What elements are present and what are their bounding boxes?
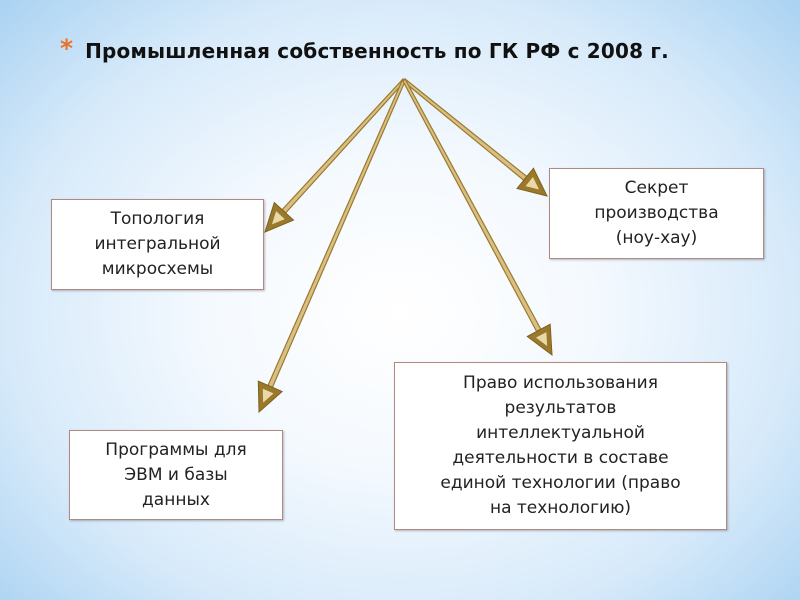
topology-box: Топология интегральной микросхемы [51, 199, 264, 290]
title-bullet: * [60, 33, 74, 63]
software-databases-box: Программы для ЭВМ и базы данных [69, 430, 283, 520]
title-text: Промышленная собственность по ГК РФ с 20… [85, 39, 669, 63]
technology-rights-box: Право использования результатов интеллек… [394, 362, 727, 530]
arrow-to-programs [257, 78, 407, 414]
slide-title: * Промышленная собственность по ГК РФ с … [60, 33, 780, 69]
arrow-to-topology [264, 78, 406, 233]
arrow-to-technology [401, 78, 553, 357]
arrow-to-secret [402, 78, 548, 197]
trade-secret-box: Секрет производства (ноу-хау) [549, 168, 764, 259]
